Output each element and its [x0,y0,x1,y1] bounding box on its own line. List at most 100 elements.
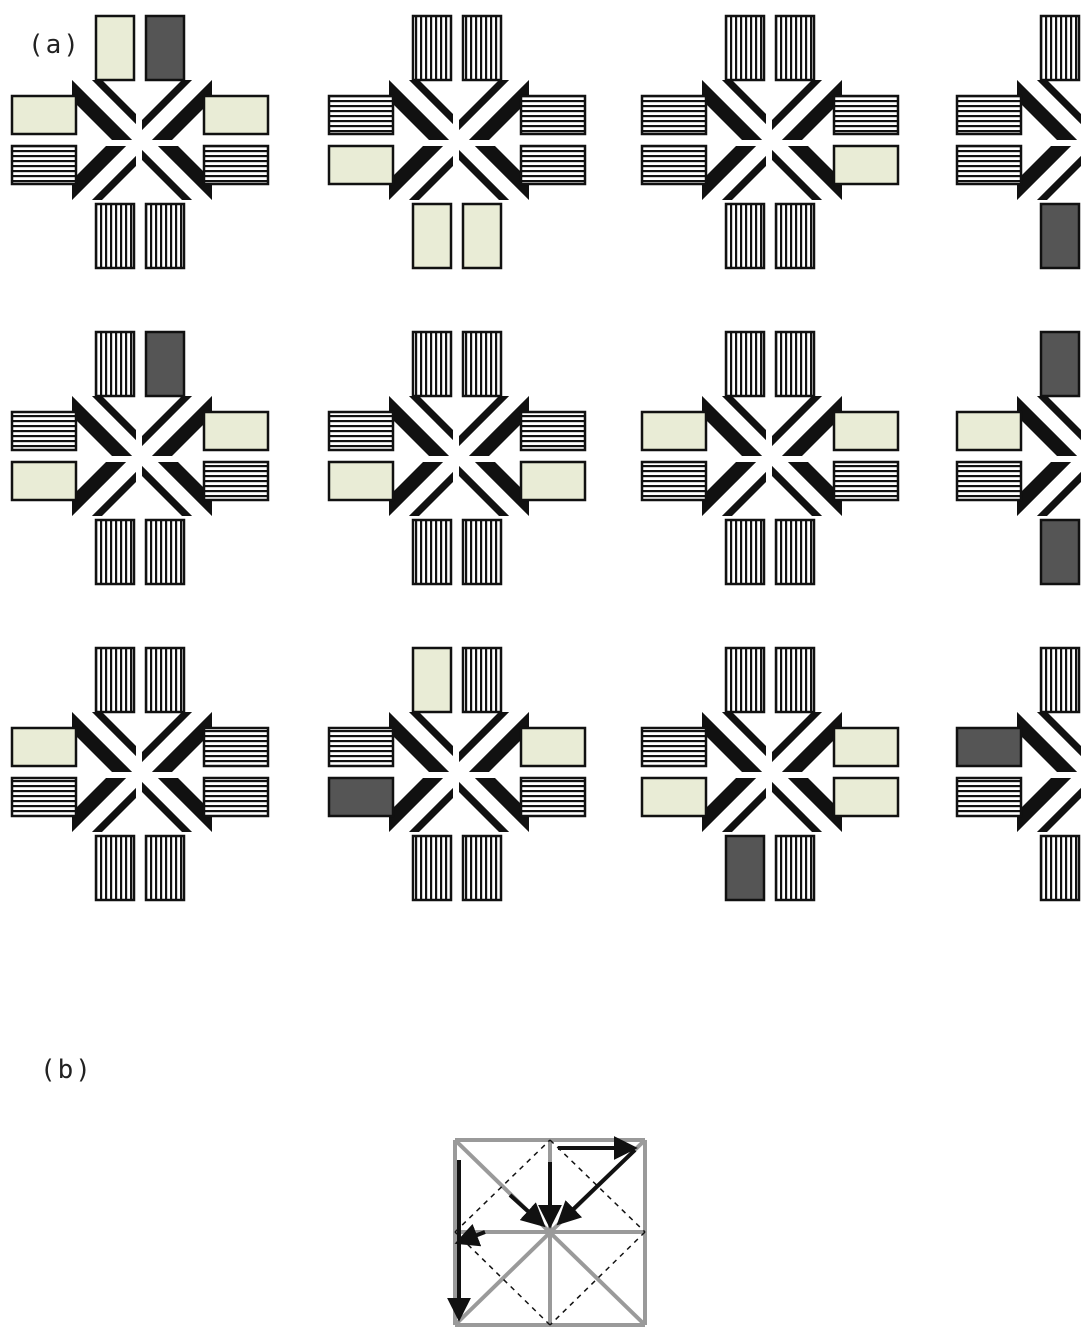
panel-a-grid [12,12,1083,900]
arm-w2-hatch [12,146,76,184]
arm-n2-hatch [463,648,501,712]
arm-s1-light [413,204,451,268]
arm-n1-light [413,648,451,712]
arm-w2-hatch [642,462,706,500]
arm-w2-dark [329,778,393,816]
arm-e2-hatch [204,146,268,184]
arm-n1-hatch [96,332,134,396]
arm-n1-hatch [726,16,764,80]
arm-s1-hatch [1041,836,1079,900]
arm-n2-hatch [776,648,814,712]
arm-s2-hatch [463,520,501,584]
arm-n2-hatch [463,332,501,396]
arm-n1-hatch [413,16,451,80]
arm-w1-hatch [642,728,706,766]
arm-s1-hatch [96,520,134,584]
arm-e1-hatch [521,412,585,450]
arm-w2-light [329,462,393,500]
arm-w1-hatch [12,412,76,450]
arm-s2-light [463,204,501,268]
arm-s1-dark [1041,204,1079,268]
cross-tile [957,644,1083,900]
arm-n1-dark [1041,332,1079,396]
arm-s2-hatch [146,204,184,268]
arm-w2-hatch [642,146,706,184]
arm-e1-hatch [204,728,268,766]
arm-w2-hatch [957,778,1021,816]
arm-w1-light [642,412,706,450]
arm-n1-hatch [726,332,764,396]
arm-w1-hatch [642,96,706,134]
panel-b-label: (b) [40,1055,93,1085]
panel-b-lattice [455,1140,645,1325]
arm-n1-hatch [413,332,451,396]
arm-n1-hatch [726,648,764,712]
arm-e1-light [521,728,585,766]
arm-w2-hatch [957,146,1021,184]
arm-w1-dark [957,728,1021,766]
arm-w2-light [329,146,393,184]
arm-n2-hatch [776,16,814,80]
arm-s1-hatch [726,520,764,584]
cross-tile [329,12,589,268]
arm-w1-light [957,412,1021,450]
arm-n2-dark [146,332,184,396]
arm-e2-hatch [204,462,268,500]
cross-tile [12,644,272,900]
arm-w2-light [642,778,706,816]
cross-tile [642,12,902,268]
arm-e2-hatch [521,146,585,184]
arm-s1-hatch [96,836,134,900]
arm-n1-hatch [96,648,134,712]
arm-e2-light [521,462,585,500]
arm-s2-hatch [463,836,501,900]
arm-s2-hatch [146,836,184,900]
arm-w1-hatch [957,96,1021,134]
arm-n1-light [96,16,134,80]
cross-tile [642,328,902,584]
cross-tile [957,12,1083,268]
arm-w1-hatch [329,728,393,766]
cross-tile [329,328,589,584]
arm-w1-light [12,96,76,134]
arm-e2-hatch [834,462,898,500]
arm-n1-hatch [1041,648,1079,712]
arm-s2-hatch [776,836,814,900]
arm-s1-hatch [726,204,764,268]
arm-e1-light [834,728,898,766]
arm-n2-hatch [146,648,184,712]
arm-n2-hatch [463,16,501,80]
arm-e1-light [204,412,268,450]
arm-e1-light [204,96,268,134]
arm-s2-hatch [776,204,814,268]
arm-w2-hatch [12,778,76,816]
arm-s2-hatch [146,520,184,584]
arm-w2-hatch [957,462,1021,500]
arm-e2-light [834,778,898,816]
arm-w2-light [12,462,76,500]
spin-arrow [510,1195,542,1224]
arm-e2-light [834,146,898,184]
cross-tile [957,328,1083,584]
arm-s1-dark [726,836,764,900]
arm-s2-hatch [776,520,814,584]
panel-a-label: (a) [28,30,81,60]
arm-e2-hatch [204,778,268,816]
cross-tile [642,644,902,900]
cross-tile [329,644,589,900]
arm-n1-hatch [1041,16,1079,80]
arm-n2-hatch [776,332,814,396]
cross-tile [12,328,272,584]
arm-e1-light [834,412,898,450]
arm-w1-light [12,728,76,766]
arm-w1-hatch [329,412,393,450]
arm-s1-hatch [413,520,451,584]
arm-e1-hatch [521,96,585,134]
arm-e1-hatch [834,96,898,134]
arm-s1-dark [1041,520,1079,584]
arm-s1-hatch [413,836,451,900]
arm-w1-hatch [329,96,393,134]
arm-n2-dark [146,16,184,80]
